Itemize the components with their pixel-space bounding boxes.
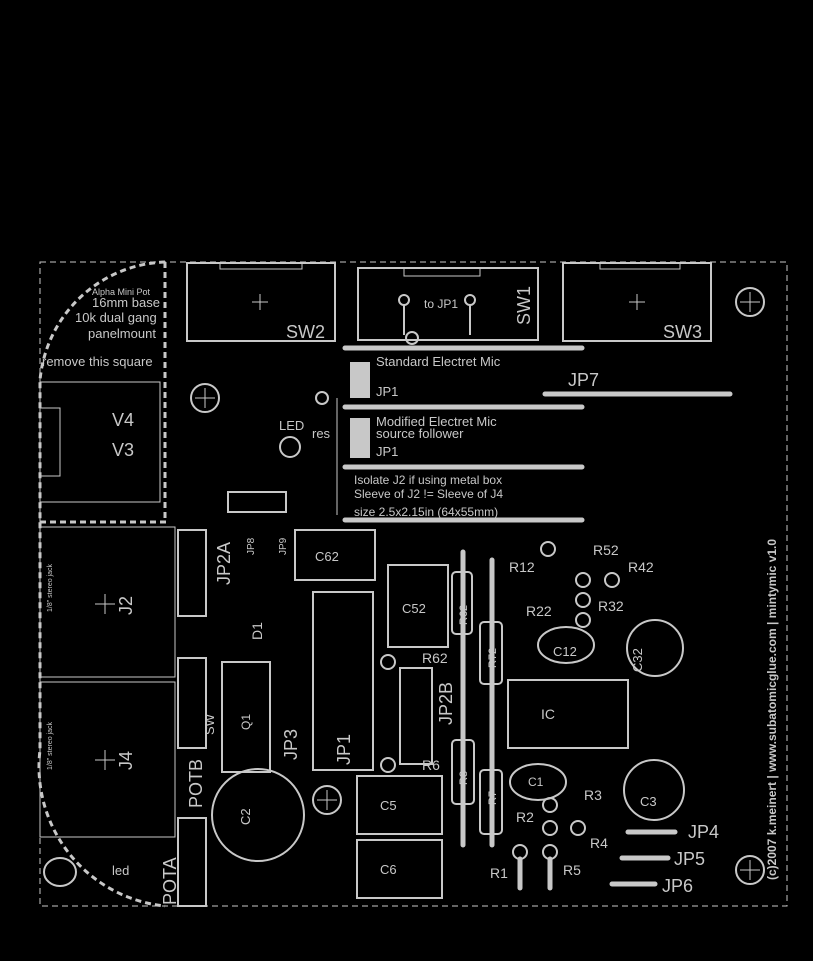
ic-label: IC — [541, 706, 555, 722]
follower-note: source follower — [376, 426, 464, 441]
r32-label: R32 — [598, 598, 624, 614]
pota-label: POTA — [160, 857, 180, 905]
v4-label: V4 — [112, 410, 134, 430]
c12-outline — [537, 626, 595, 664]
r8-label: R8 — [458, 771, 470, 785]
sleeve-note: Sleeve of J2 != Sleeve of J4 — [354, 487, 503, 501]
ic-outline — [507, 679, 629, 749]
jp7-label: JP7 — [568, 370, 599, 390]
d1-label: D1 — [249, 622, 265, 640]
c62-label: C62 — [315, 549, 339, 564]
jp8-jp9-header — [227, 491, 287, 513]
v3-label: V3 — [112, 440, 134, 460]
jp6-label: JP6 — [662, 876, 693, 896]
modified-mic-note: Modified Electret Mic — [376, 414, 497, 429]
jp2a-header — [177, 529, 207, 617]
r3-label: R3 — [584, 787, 602, 803]
r52-label: R52 — [593, 542, 619, 558]
mounting-hole-icon — [312, 785, 342, 815]
led-small-outline — [43, 857, 77, 887]
jp2a-label: JP2A — [214, 542, 234, 585]
c1-outline — [509, 763, 567, 801]
sw1-label: SW1 — [514, 286, 534, 325]
j2-label: J2 — [116, 596, 136, 615]
c52-label: C52 — [402, 601, 426, 616]
pot-label-3: 10k dual gang — [75, 310, 157, 325]
j4-label: J4 — [116, 751, 136, 770]
r7-outline — [479, 769, 503, 835]
c2-outline — [211, 768, 305, 862]
size-note: size 2.5x2.15in (64x55mm) — [354, 505, 498, 519]
jp5-label: JP5 — [674, 849, 705, 869]
q1-sw-outline — [221, 661, 271, 773]
q1-label: Q1 — [239, 714, 253, 730]
jp3-label: JP3 — [281, 729, 301, 760]
jp9-label: JP9 — [278, 537, 289, 555]
jp4-label: JP4 — [688, 822, 719, 842]
jp1-standard-pads — [350, 362, 370, 398]
c12-label: C12 — [553, 644, 577, 659]
r42-label: R42 — [628, 559, 654, 575]
j4-jack-note: 1/8" stereo jack — [47, 721, 54, 770]
c1-label: C1 — [528, 775, 544, 789]
pota-header — [177, 817, 207, 907]
c2-label: C2 — [238, 808, 253, 825]
mounting-hole-icon — [735, 287, 765, 317]
isolate-note: Isolate J2 if using metal box — [354, 473, 502, 487]
credits: (c)2007 k.meinert | www.subatomicglue.co… — [765, 539, 779, 880]
jp1-label: JP1 — [334, 734, 354, 765]
jp1-header — [312, 591, 374, 771]
sw3-label: SW3 — [663, 322, 702, 342]
r8-outline — [451, 739, 475, 805]
r62-label: R62 — [422, 650, 448, 666]
res-label: res — [312, 426, 331, 441]
c5-outline — [356, 775, 443, 835]
r1-label: R1 — [490, 865, 508, 881]
c6-outline — [356, 839, 443, 899]
j2-jack-note: 1/8" stereo jack — [47, 563, 54, 612]
jp8-label: JP8 — [246, 537, 257, 555]
r7-label: R7 — [487, 791, 499, 805]
sw-label: SW — [202, 713, 217, 735]
c32-outline — [626, 619, 684, 677]
r2-label: R2 — [516, 809, 534, 825]
pot-label-2: 16mm base — [92, 295, 160, 310]
r12-label: R12 — [509, 559, 535, 575]
r5-label: R5 — [563, 862, 581, 878]
c6-label: C6 — [380, 862, 397, 877]
sw1-note: to JP1 — [424, 297, 458, 311]
c52-outline — [387, 564, 449, 648]
pot-label-1: Alpha Mini Pot — [92, 287, 151, 297]
c3-label: C3 — [640, 794, 657, 809]
sw2-label: SW2 — [286, 322, 325, 342]
pot-label-4: panelmount — [88, 326, 156, 341]
jp1-note-b: JP1 — [376, 444, 398, 459]
standard-mic-note: Standard Electret Mic — [376, 354, 501, 369]
jp2b-header — [399, 667, 433, 765]
r4-label: R4 — [590, 835, 608, 851]
mounting-hole-icon — [190, 383, 220, 413]
led-small-label: led — [112, 863, 129, 878]
c5-label: C5 — [380, 798, 397, 813]
j4-outline — [39, 681, 176, 838]
mounting-hole-icon — [735, 855, 765, 885]
jp1-note-a: JP1 — [376, 384, 398, 399]
j2-outline — [39, 526, 176, 678]
r6-label: R6 — [422, 757, 440, 773]
led-outline — [279, 436, 301, 458]
jp2b-label: JP2B — [436, 682, 456, 725]
led-label: LED — [279, 418, 304, 433]
c3-outline — [623, 759, 685, 821]
r22-label: R22 — [526, 603, 552, 619]
remove-note: remove this square — [42, 354, 153, 369]
c62-outline — [294, 529, 376, 581]
jp1-modified-pads — [350, 418, 370, 458]
c32-label: C32 — [630, 648, 645, 672]
potb-label: POTB — [186, 759, 206, 808]
potb-header — [177, 657, 207, 749]
pot-outline — [37, 260, 166, 908]
